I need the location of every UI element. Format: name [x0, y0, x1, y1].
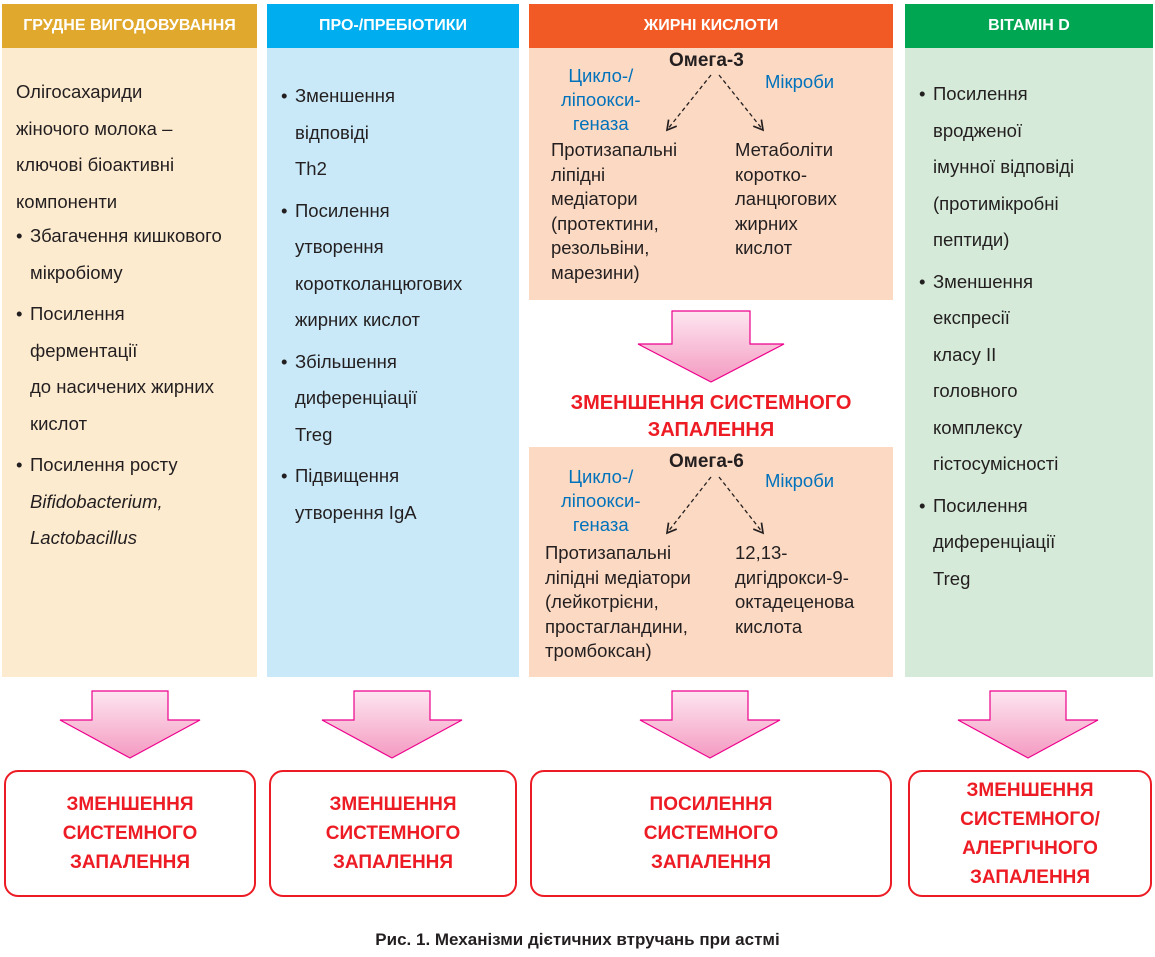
dashed-arrows [665, 476, 765, 535]
figure-caption: Рис. 1. Механізми дієтичних втручань при… [375, 930, 780, 949]
bullet-item: Збагачення кишкового мікробіому [16, 218, 256, 291]
enzyme-label: Цикло-/ ліпоокси- геназа [561, 466, 641, 535]
down-arrow-icon [957, 690, 1099, 759]
dashed-arrows [665, 74, 765, 132]
omega6-title: Омега-6 [669, 451, 744, 472]
dihydroxy-acid: 12,13- дигідрокси-9- октадеценова кислот… [735, 542, 855, 637]
header-breastfeeding: ГРУДНЕ ВИГОДОВУВАННЯ [2, 4, 257, 48]
scfa-metabolites: Метаболіти коротко- ланцюгових жирних ки… [735, 139, 837, 258]
panel-breastfeeding: Олігосахариди жіночого молока – ключові … [2, 48, 257, 677]
outcome-probiotics: ЗМЕНШЕННЯ СИСТЕМНОГО ЗАПАЛЕННЯ [269, 770, 517, 897]
bullet-item: Посилення ферментації до насичених жирни… [16, 296, 256, 442]
down-arrow-icon [321, 690, 463, 759]
bullet-item: Збільшення диференціації Treg [281, 344, 517, 454]
bacteria-names: Bifidobacterium, Lactobacillus [30, 490, 163, 549]
bullet-item: Зменшення експресії класу II головного к… [919, 264, 1151, 483]
header-vitamin-d: ВІТАМІН D [905, 4, 1153, 48]
down-arrow-icon [639, 690, 781, 759]
bullet-item: Підвищення утворення IgA [281, 458, 517, 531]
anti-inflammatory-mediators: Протизапальні ліпідні медіатори (протект… [551, 139, 678, 283]
bullet-item: Зменшення відповіді Th2 [281, 78, 517, 188]
pro-inflammatory-mediators: Протизапальні ліпідні медіатори (лейкотр… [545, 542, 691, 661]
omega3-title: Омега-3 [669, 50, 744, 71]
panel-vitamin-d: Посилення вродженої імунної відповіді (п… [905, 48, 1153, 677]
bullet-item: Посилення утворення коротколанцюгових жи… [281, 193, 517, 339]
panel-probiotics: Зменшення відповіді Th2 Посилення утворе… [267, 48, 519, 677]
outcome-vitamin-d: ЗМЕНШЕННЯ СИСТЕМНОГО/ АЛЕРГІЧНОГО ЗАПАЛЕ… [908, 770, 1152, 897]
bullet-item: Посилення диференціації Treg [919, 488, 1151, 598]
microbes-label: Мікроби [765, 71, 835, 92]
bullet-item: Посилення вродженої імунної відповіді (п… [919, 76, 1151, 259]
omega6-panel: Омега-6 Цикло-/ ліпоокси- геназа Мікроби… [529, 447, 893, 677]
down-arrow-icon [637, 310, 785, 383]
down-arrow-icon [59, 690, 201, 759]
intro-text: Олігосахариди жіночого молока – ключові … [16, 81, 175, 212]
outcome-breastfeeding: ЗМЕНШЕННЯ СИСТЕМНОГО ЗАПАЛЕННЯ [4, 770, 256, 897]
microbes-label: Мікроби [765, 470, 835, 491]
header-probiotics: ПРО-/ПРЕБІОТИКИ [267, 4, 519, 48]
enzyme-label: Цикло-/ ліпоокси- геназа [561, 65, 641, 134]
omega3-panel: Омега-3 Цикло-/ ліпоокси- геназа Мікроби… [529, 48, 893, 300]
outcome-fatty-acids: ПОСИЛЕННЯ СИСТЕМНОГО ЗАПАЛЕННЯ [530, 770, 892, 897]
header-fatty-acids: ЖИРНІ КИСЛОТИ [529, 4, 893, 48]
middle-outcome: ЗМЕНШЕННЯ СИСТЕМНОГО ЗАПАЛЕННЯ [570, 392, 852, 441]
